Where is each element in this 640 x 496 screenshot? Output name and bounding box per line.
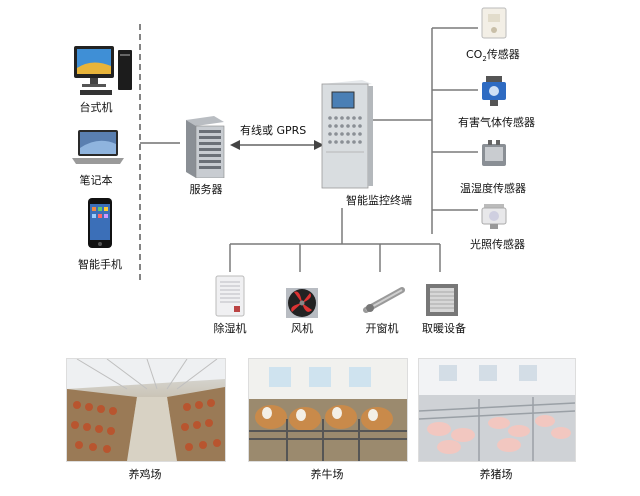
thermometer-icon — [482, 140, 506, 166]
harmful-gas-sensor — [478, 76, 510, 106]
laptop-label: 笔记本 — [79, 174, 113, 187]
window-opener-label: 开窗机 — [365, 322, 399, 335]
heater-icon — [426, 284, 458, 316]
terminal-cabinet — [318, 80, 374, 190]
window-opener-icon — [363, 287, 405, 313]
gprs-arrow-right — [314, 140, 324, 150]
window-opener-device — [360, 284, 406, 314]
heater-device — [424, 282, 460, 318]
cattle-barn-image — [249, 359, 407, 461]
light-sensor-label: 光照传感器 — [470, 238, 525, 251]
desktop-label: 台式机 — [79, 101, 113, 114]
server-device — [180, 116, 226, 178]
harmful-gas-label: 有害气体传感器 — [458, 116, 535, 129]
server-label: 服务器 — [189, 183, 223, 196]
pig-farm-photo — [418, 358, 576, 462]
heater-label: 取暖设备 — [422, 322, 466, 335]
control-cabinet-icon — [321, 80, 373, 189]
chicken-coop-image — [67, 359, 225, 461]
chicken-farm-label: 养鸡场 — [128, 468, 162, 481]
temp-humidity-sensor — [480, 140, 508, 168]
desktop-icon — [74, 46, 132, 95]
light-sensor-icon — [481, 204, 507, 229]
co2-sensor — [480, 6, 508, 40]
laptop-device — [70, 128, 126, 168]
cattle-farm-photo — [248, 358, 408, 462]
dehumidifier-icon — [215, 275, 245, 317]
fan-device — [282, 284, 322, 320]
link-label: 有线或 GPRS — [240, 124, 307, 137]
server-icon — [186, 116, 225, 178]
co2-sensor-label: CO2传感器 — [466, 48, 520, 64]
fan-icon — [286, 288, 318, 318]
phone-label: 智能手机 — [78, 258, 122, 271]
dehumidifier-label: 除湿机 — [213, 322, 247, 335]
cattle-farm-label: 养牛场 — [310, 468, 344, 481]
fan-label: 风机 — [291, 322, 313, 335]
smartphone-icon — [88, 198, 112, 248]
light-sensor — [480, 202, 508, 230]
co2-sensor-icon — [481, 7, 507, 39]
dehumidifier-device — [214, 274, 246, 318]
temp-humidity-label: 温湿度传感器 — [460, 182, 526, 195]
desktop-device — [72, 44, 134, 98]
pig-farm-label: 养猪场 — [479, 468, 513, 481]
terminal-label: 智能监控终端 — [346, 194, 412, 207]
pig-pen-image — [419, 359, 575, 461]
phone-device — [88, 198, 112, 248]
gprs-arrow-left — [230, 140, 240, 150]
laptop-icon — [72, 130, 124, 164]
chicken-farm-photo — [66, 358, 226, 462]
gas-detector-icon — [482, 76, 506, 106]
